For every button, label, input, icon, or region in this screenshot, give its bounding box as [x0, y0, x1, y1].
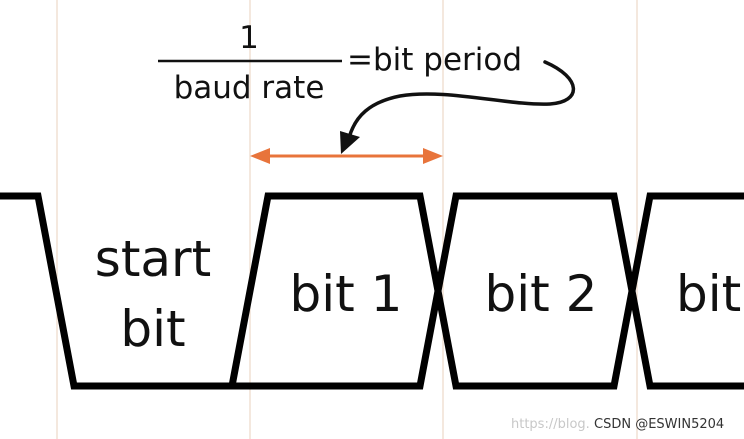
bit-period-arrow-right-head	[423, 148, 443, 164]
formula-denominator: baud rate	[174, 70, 325, 106]
bit-2-label: bit 2	[485, 265, 598, 323]
watermark-credit: CSDN @ESWIN5204	[594, 417, 724, 432]
bit-1-label: bit 1	[290, 265, 403, 323]
watermark-faint-url: https://blog.	[511, 417, 590, 432]
start-bit-label-line2: bit	[120, 300, 185, 358]
curved-pointer-arrow	[347, 60, 576, 140]
curved-pointer-arrowhead	[340, 131, 360, 154]
start-bit-label-line1: start	[95, 230, 211, 288]
formula-result: =bit period	[347, 42, 522, 78]
formula-numerator: 1	[239, 20, 259, 56]
bit-period-arrow-left-head	[250, 148, 270, 164]
bit-3-label: bit	[676, 265, 741, 323]
data-bits-lower-waveform	[232, 192, 744, 390]
